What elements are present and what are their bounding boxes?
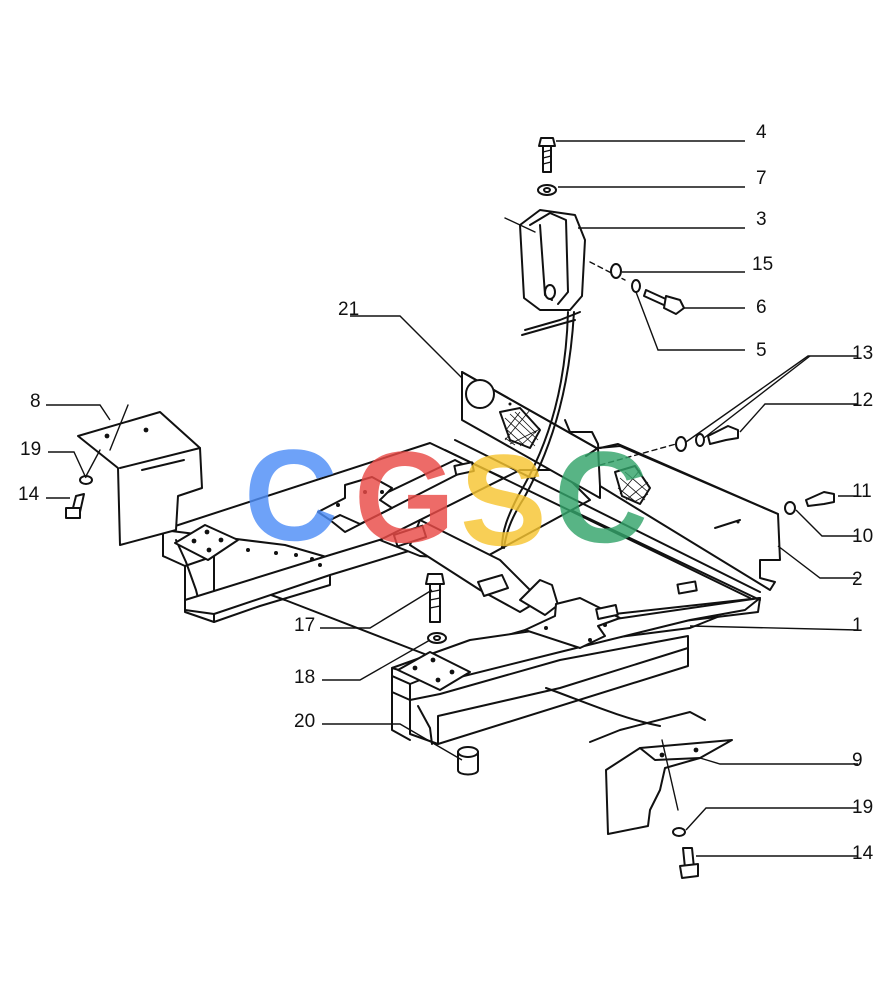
callout-1: 1 — [852, 615, 863, 636]
panel-2 — [585, 443, 781, 591]
callout-9: 9 — [852, 750, 863, 771]
washer-13 — [675, 436, 687, 452]
callout-6: 6 — [756, 297, 767, 318]
plug-20 — [457, 746, 479, 776]
washer-5 — [631, 279, 641, 293]
leader-lines — [46, 140, 859, 857]
bolt-14a — [65, 493, 85, 519]
washer-19a — [79, 475, 93, 485]
callout-20: 20 — [294, 711, 315, 732]
bolt-11 — [805, 491, 835, 507]
callout-12: 12 — [852, 390, 873, 411]
washer-15 — [610, 263, 622, 279]
watermark-letter-c1: C — [244, 422, 338, 568]
callout-5: 5 — [756, 340, 767, 361]
callout-10: 10 — [852, 526, 873, 547]
watermark-letter-c2: C — [554, 424, 648, 570]
bolt-4 — [538, 137, 556, 173]
bolt-14b — [679, 847, 699, 879]
watermark-letter-s: S — [460, 427, 547, 573]
bracket-8 — [77, 404, 203, 546]
callout-13: 13 — [852, 343, 873, 364]
callout-17: 17 — [294, 615, 315, 636]
washer-19b — [672, 827, 686, 837]
callout-2: 2 — [852, 569, 863, 590]
callout-numbers: 4 7 3 15 6 5 13 12 11 10 2 1 9 19 14 21 … — [18, 122, 874, 864]
bolt-12 — [707, 425, 739, 445]
callout-19b: 19 — [852, 797, 873, 818]
callout-8: 8 — [30, 391, 41, 412]
callout-18: 18 — [294, 667, 315, 688]
watermark: C G S C — [244, 422, 648, 573]
callout-14b: 14 — [852, 843, 874, 864]
bolt-17 — [425, 573, 445, 623]
callout-11: 11 — [852, 481, 872, 502]
frame-assembly — [162, 439, 761, 745]
callout-19a: 19 — [20, 439, 41, 460]
bracket-9 — [589, 711, 733, 835]
callout-4: 4 — [756, 122, 767, 143]
callout-21: 21 — [338, 299, 359, 320]
callout-3: 3 — [756, 209, 767, 230]
callout-14a: 14 — [18, 484, 40, 505]
callout-15: 15 — [752, 254, 773, 275]
washer-10 — [784, 501, 796, 515]
cover-3 — [501, 209, 626, 549]
watermark-letter-g: G — [354, 424, 455, 570]
bolt-6 — [643, 289, 685, 315]
callout-7: 7 — [756, 168, 767, 189]
